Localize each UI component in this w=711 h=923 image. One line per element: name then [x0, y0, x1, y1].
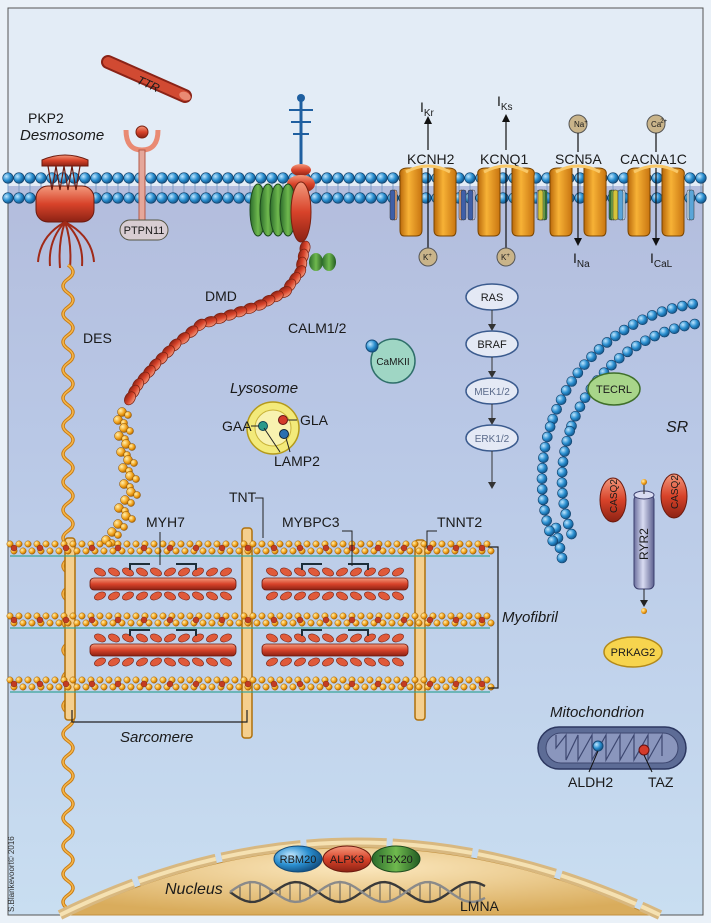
potassium-ions: K+ K+ — [418, 247, 516, 267]
prkag2: PRKAG2 — [603, 636, 663, 668]
dystrophin-complex — [249, 94, 336, 271]
ras-label: RAS — [481, 292, 504, 304]
ical-label: ICaL — [650, 250, 673, 270]
camkii-label: CaMKII — [376, 357, 409, 368]
credit-text: S.Blankevoort© 2016 — [7, 836, 16, 912]
myh7-label: MYH7 — [146, 514, 185, 530]
tecrl-label: TECRL — [596, 384, 632, 396]
taz-label: TAZ — [648, 774, 674, 790]
alpk3-label: ALPK3 — [330, 854, 364, 866]
nucleus-label: Nucleus — [165, 881, 223, 898]
scn5a-label: SCN5A — [555, 151, 602, 167]
tnnt2-label: TNNT2 — [437, 514, 482, 530]
gla-label: GLA — [300, 412, 329, 428]
gaa-label: GAA — [222, 418, 252, 434]
rbm20-label: RBM20 — [280, 854, 317, 866]
cacna1c-label: CACNA1C — [620, 151, 687, 167]
ptpn11-receptor: PTPN11 — [119, 125, 169, 241]
erk-label: ERK1/2 — [475, 434, 510, 445]
lysosome: Lysosome GAA GLA LAMP2 — [222, 380, 329, 469]
tbx20-label: TBX20 — [379, 854, 413, 866]
ca-ion-label: Ca2+ — [651, 119, 668, 129]
channel-kcnq1: IKs KCNQ1 — [480, 93, 528, 252]
prkag2-label: PRKAG2 — [611, 647, 656, 659]
calm-camkii: CALM1/2 CaMKII — [288, 320, 416, 384]
desmosome-label: Desmosome — [20, 127, 104, 144]
nucleus: RBM20 ALPK3 TBX20 Nucleus LMNA — [57, 837, 663, 920]
iks-label: IKs — [497, 93, 513, 113]
sr-contents: TECRL SR CASQ2 CASQ2 RYR2 — [587, 372, 689, 614]
casq2-label-a: CASQ2 — [609, 479, 620, 513]
dmd-chain — [124, 240, 311, 406]
k-ion-label-1: K+ — [423, 253, 432, 262]
mitochondrion-label: Mitochondrion — [550, 704, 644, 721]
lmna-label: LMNA — [460, 898, 500, 914]
lysosome-label: Lysosome — [230, 380, 298, 397]
mek-label: MEK1/2 — [474, 387, 510, 398]
pkp2-label: PKP2 — [28, 110, 64, 126]
kcnq1-label: KCNQ1 — [480, 151, 528, 167]
ina-label: INa — [573, 250, 590, 270]
ptpn11-label: PTPN11 — [124, 225, 165, 237]
sarcoglycan-rings — [249, 183, 297, 237]
channel-kcnh2: IKr KCNH2 — [407, 99, 455, 252]
casq2-label-b: CASQ2 — [670, 475, 681, 509]
myofibril — [6, 527, 495, 739]
lamp2-label: LAMP2 — [274, 453, 320, 469]
calm-label: CALM1/2 — [288, 320, 347, 336]
sr-label: SR — [666, 419, 689, 436]
ryr2-label: RYR2 — [637, 528, 651, 560]
channel-scn5a: Na+ SCN5A INa — [555, 114, 602, 270]
k-ion-label-2: K+ — [501, 253, 510, 262]
extracellular-panel — [8, 8, 703, 186]
myofibril-labels: TNT MYH7 MYBPC3 TNNT2 Myofibril Sarcomer… — [71, 489, 559, 746]
dmd-label: DMD — [205, 288, 237, 304]
aldh2-label: ALDH2 — [568, 774, 613, 790]
desmosome-filaments — [37, 221, 95, 269]
mitochondrion: Mitochondrion ALDH2 TAZ — [537, 704, 687, 790]
na-ion-label: Na+ — [574, 120, 588, 129]
tnt-label: TNT — [229, 489, 257, 505]
sarcomere-label: Sarcomere — [120, 729, 193, 746]
ikr-label: IKr — [420, 99, 435, 119]
kcnh2-label: KCNH2 — [407, 151, 455, 167]
myofibril-label: Myofibril — [502, 609, 559, 626]
braf-label: BRAF — [477, 339, 507, 351]
ras-mapk-pathway: RAS BRAF MEK1/2 ERK1/2 — [465, 283, 519, 489]
des-label: DES — [83, 330, 112, 346]
channel-bodies — [389, 164, 695, 237]
mybpc3-label: MYBPC3 — [282, 514, 340, 530]
desmosome: PKP2 Desmosome — [20, 110, 104, 269]
dna-helix — [229, 880, 486, 904]
channel-cacna1c: Ca2+ CACNA1C ICaL — [620, 114, 687, 270]
